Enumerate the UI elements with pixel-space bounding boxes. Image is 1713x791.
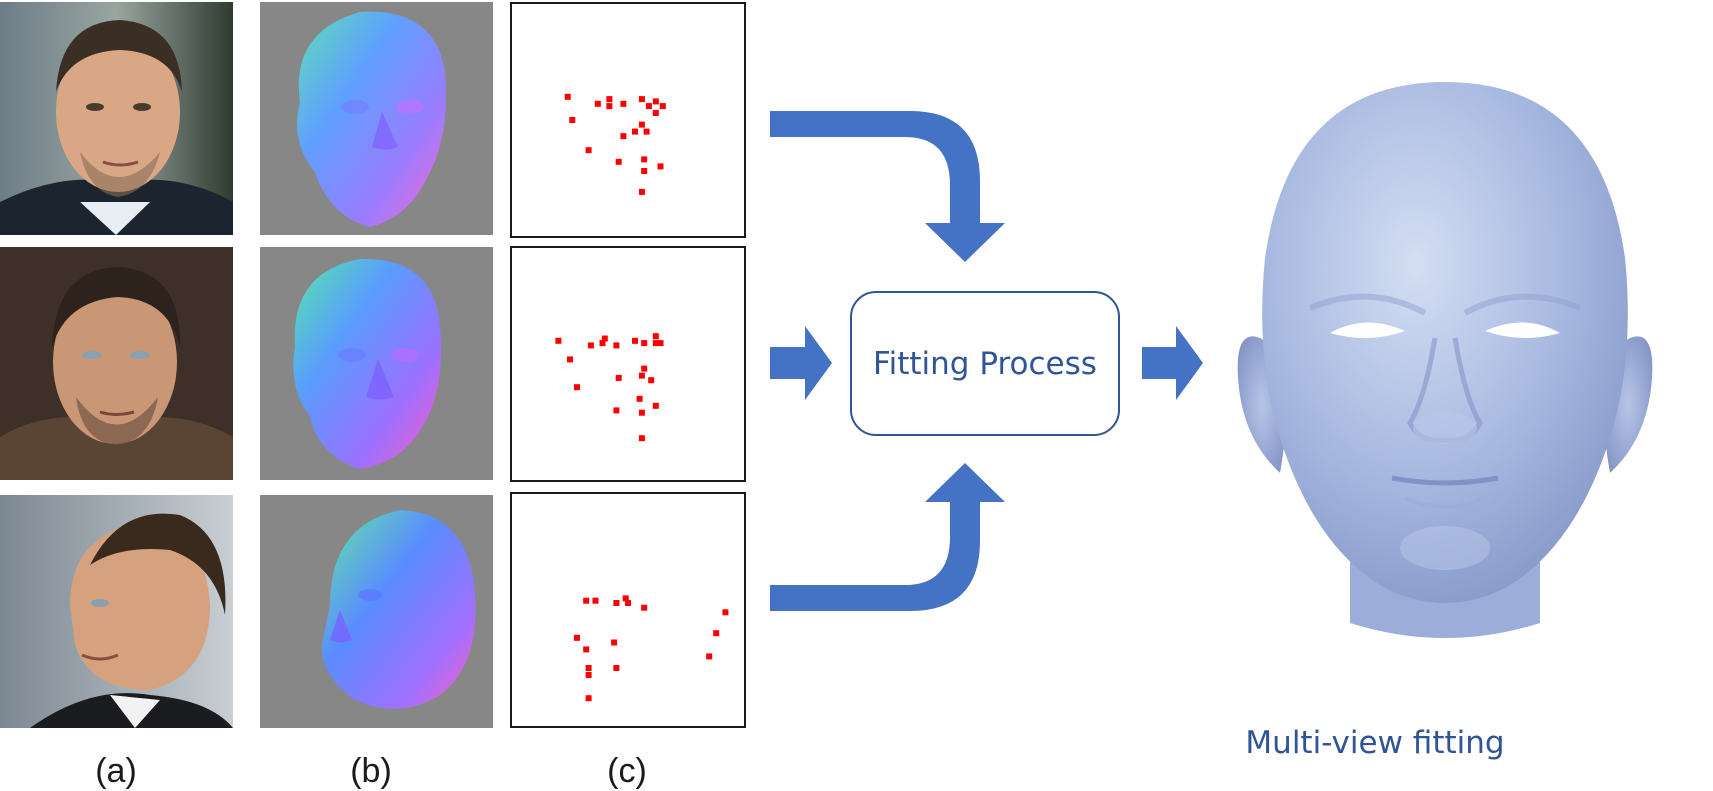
- landmark-point: [574, 384, 580, 391]
- landmark-point: [613, 600, 620, 606]
- label-b: (b): [350, 752, 392, 790]
- arrow-right-output: [1142, 326, 1203, 400]
- landmark-point: [620, 100, 627, 107]
- landmark-point: [652, 98, 659, 105]
- landmark-point: [652, 402, 659, 409]
- landmark-point: [659, 103, 666, 110]
- landmark-point: [638, 121, 645, 128]
- landmark-point: [722, 609, 729, 616]
- landmark-points: [555, 333, 664, 442]
- landmark-point: [606, 96, 613, 103]
- landmark-point: [606, 103, 613, 110]
- landmark-point: [652, 333, 659, 340]
- landmark-point: [601, 335, 608, 342]
- landmark-point: [641, 156, 648, 163]
- landmark-point: [622, 595, 629, 602]
- face-photo-profile: [0, 495, 233, 728]
- face-photo-tilted: [0, 247, 233, 480]
- label-a: (a): [95, 752, 137, 790]
- landmark-point: [615, 374, 622, 381]
- landmark-point: [632, 337, 638, 344]
- landmark-point: [657, 163, 664, 170]
- arrow-down-curved: [770, 111, 1005, 262]
- landmark-point: [569, 117, 576, 123]
- landmark-point: [645, 103, 652, 110]
- arrow-right-into-box: [770, 326, 832, 400]
- face-photo-frontal: [0, 2, 233, 235]
- landmark-view-1: [510, 2, 746, 238]
- normal-map-profile: [260, 495, 493, 728]
- landmark-points: [564, 93, 666, 195]
- landmark-point: [611, 639, 618, 646]
- landmark-point: [625, 600, 631, 606]
- landmark-point: [713, 630, 720, 637]
- landmark-point: [574, 634, 580, 641]
- landmark-point: [585, 665, 592, 671]
- landmark-point: [585, 672, 592, 678]
- landmark-point: [594, 100, 601, 107]
- landmark-point: [643, 128, 650, 135]
- landmark-point: [648, 377, 655, 384]
- landmark-point: [641, 604, 648, 611]
- landmark-point: [599, 340, 606, 347]
- landmark-point: [638, 372, 645, 379]
- landmark-point: [641, 168, 648, 174]
- landmark-point: [706, 653, 713, 660]
- normal-map-frontal: [260, 2, 493, 235]
- landmark-point: [583, 597, 590, 604]
- landmark-point: [585, 147, 592, 154]
- landmark-point: [583, 646, 590, 653]
- landmark-point: [613, 407, 620, 414]
- landmark-point: [592, 597, 599, 604]
- fitting-process-label: Fitting Process: [873, 345, 1097, 382]
- landmark-point: [613, 665, 620, 671]
- arrow-up-curved: [770, 463, 1005, 611]
- landmark-point: [585, 695, 592, 702]
- landmark-point: [615, 158, 622, 165]
- landmark-point: [564, 93, 571, 100]
- landmark-point: [652, 340, 659, 347]
- landmark-view-2: [510, 246, 746, 482]
- landmark-point: [652, 110, 659, 116]
- landmark-point: [638, 435, 645, 442]
- landmark-point: [638, 188, 645, 195]
- normal-map-tilted: [260, 247, 493, 480]
- landmark-point: [638, 96, 645, 103]
- landmark-point: [638, 409, 645, 416]
- landmark-point: [641, 340, 648, 347]
- landmark-point: [555, 337, 562, 344]
- landmark-point: [567, 356, 573, 363]
- landmark-point: [587, 342, 594, 349]
- fitted-3d-head-mesh: [1220, 78, 1670, 658]
- label-c: (c): [607, 752, 647, 790]
- landmark-point: [632, 128, 638, 135]
- landmark-point: [641, 365, 648, 372]
- landmark-points: [574, 595, 729, 702]
- fitting-process-box: Fitting Process: [850, 291, 1120, 436]
- landmark-point: [620, 133, 627, 140]
- result-label: Multi-view fitting: [1245, 725, 1505, 761]
- landmark-point: [657, 340, 664, 347]
- landmark-view-3: [510, 492, 746, 728]
- landmark-point: [636, 395, 643, 402]
- landmark-point: [613, 342, 620, 349]
